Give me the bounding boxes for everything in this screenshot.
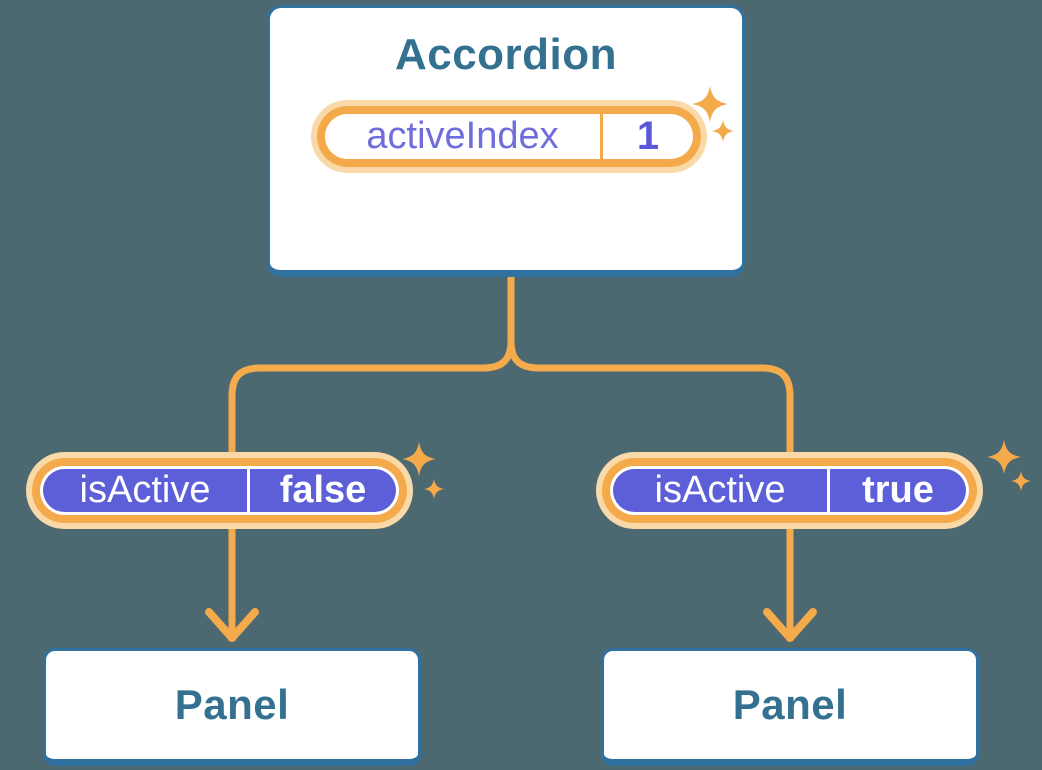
- prop-pill-border: isActive false: [32, 458, 407, 523]
- prop-pill-divider: [247, 469, 250, 512]
- prop-pill-isactive-true: isActive true: [596, 452, 983, 586]
- prop-pill-label: isActive: [654, 469, 786, 511]
- sparkle-large-icon: [987, 440, 1021, 474]
- sparkle-small-icon: [1011, 471, 1031, 491]
- state-pill-label: activeIndex: [366, 115, 559, 157]
- state-pill-glow: activeIndex 1: [311, 100, 707, 173]
- prop-pill-label: isActive: [79, 469, 211, 511]
- state-pill-divider: [600, 114, 603, 159]
- panel-node-card-right: Panel: [601, 648, 979, 766]
- sparkle-large-icon: [402, 442, 436, 476]
- prop-pill-glow: isActive false: [26, 452, 413, 529]
- prop-pill-border: isActive true: [602, 458, 977, 523]
- prop-pill-glow: isActive true: [596, 452, 983, 529]
- prop-pill-isactive-false: isActive false: [26, 452, 413, 586]
- prop-pill-divider: [827, 469, 830, 512]
- arrow-down-right-icon: [763, 608, 817, 642]
- sparkle-large-icon: [692, 86, 728, 122]
- state-pill-activeindex: activeIndex 1: [311, 100, 707, 232]
- sparkle-small-icon: [712, 120, 734, 142]
- state-pill-border: activeIndex 1: [317, 106, 701, 167]
- state-pill-value: 1: [636, 114, 660, 158]
- prop-pill-value: false: [279, 469, 367, 511]
- connector-right-branch: [507, 277, 794, 641]
- prop-pill-value: true: [862, 469, 934, 511]
- panel-node-card-left: Panel: [43, 648, 421, 766]
- sparkle-small-icon: [424, 479, 444, 499]
- arrow-down-left-icon: [205, 608, 259, 642]
- accordion-title: Accordion: [394, 30, 618, 79]
- accordion-node-card: Accordion activeIndex 1: [267, 5, 745, 277]
